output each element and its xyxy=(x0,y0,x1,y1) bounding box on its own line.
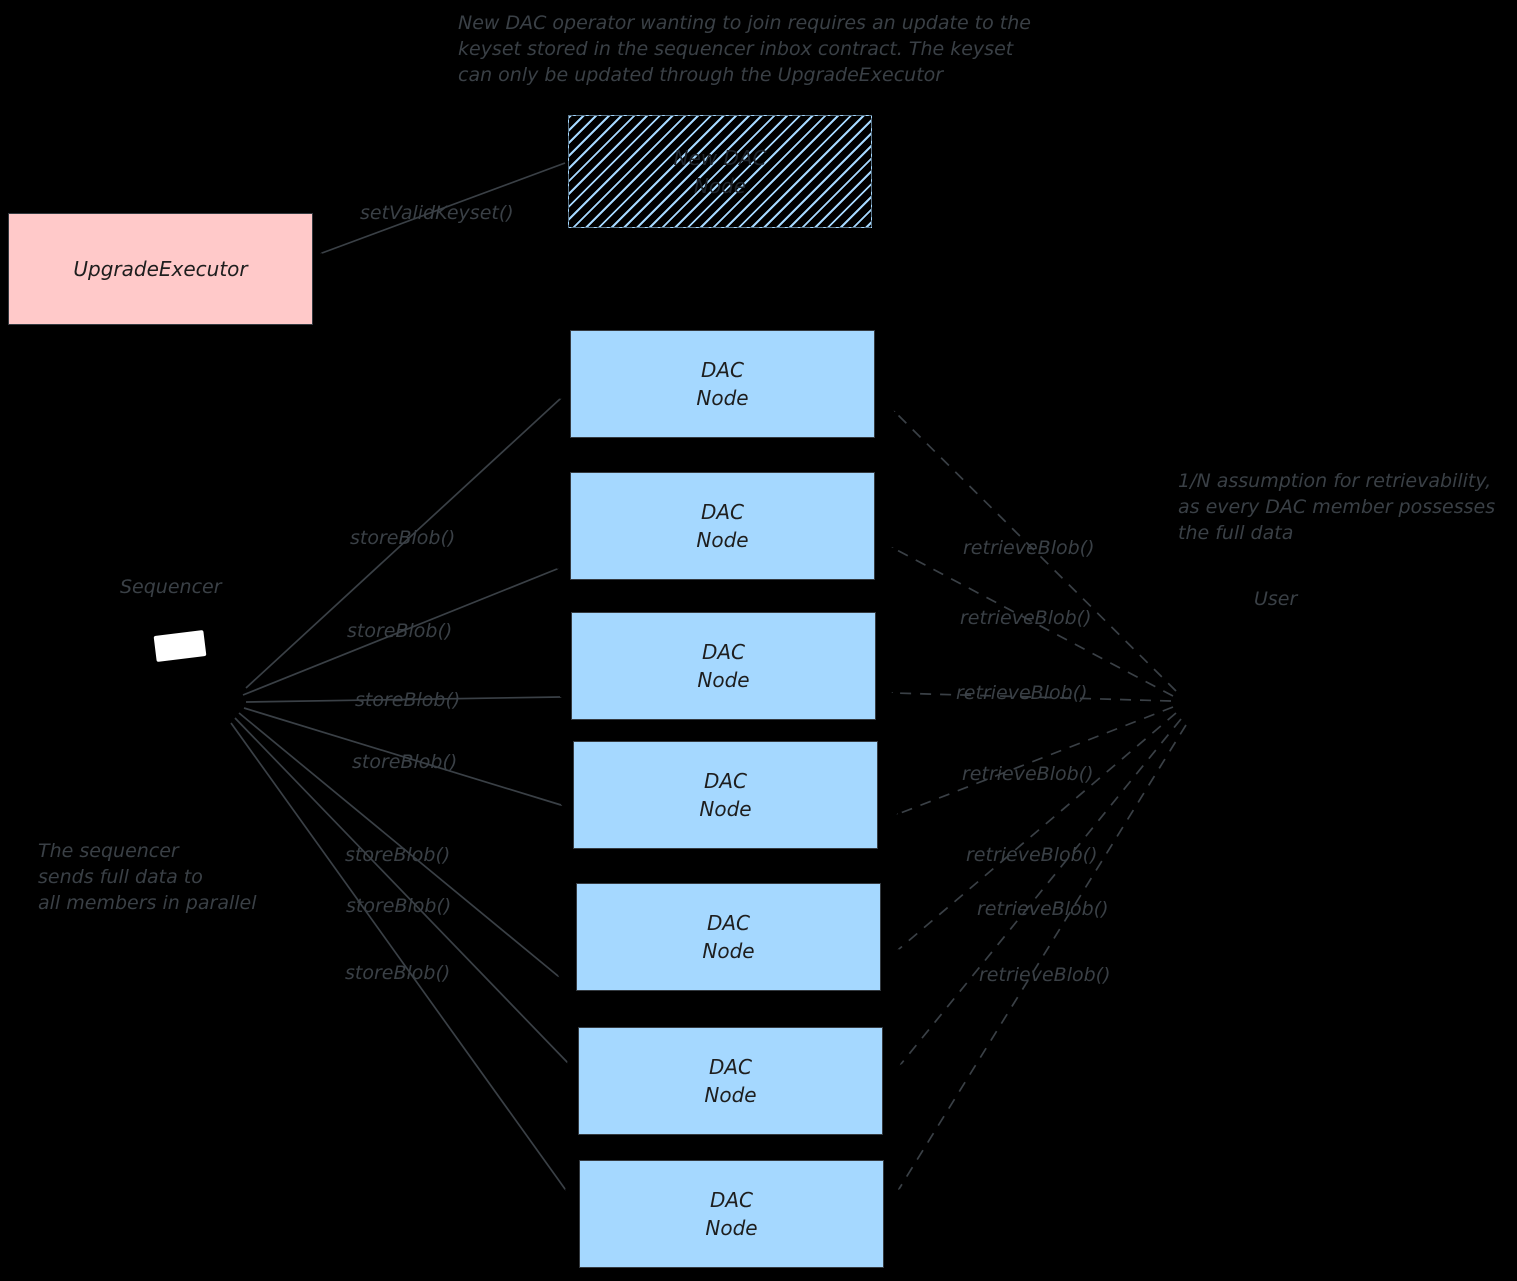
sequencer-label: Sequencer xyxy=(120,576,222,598)
store-arrow-6 xyxy=(234,717,567,1062)
retrieve-arrow-3 xyxy=(893,693,1172,702)
retrieve-label-5: retrieveBlob() xyxy=(966,844,1098,866)
retrieve-label-1: retrieveBlob() xyxy=(963,537,1095,559)
set-valid-keyset-label: setValidKeyset() xyxy=(360,202,514,224)
retrieve-arrow-2 xyxy=(893,548,1174,697)
dac-node-2: DAC Node xyxy=(570,472,875,580)
store-label-1: storeBlob() xyxy=(350,527,456,549)
retrieve-label-4: retrieveBlob() xyxy=(962,763,1094,785)
retrieve-label-6: retrieveBlob() xyxy=(977,898,1109,920)
right-note: 1/N assumption for retrievability, as ev… xyxy=(1178,470,1496,544)
store-label-5: storeBlob() xyxy=(345,844,451,866)
retrieve-arrow-1 xyxy=(895,412,1177,692)
retrieve-label-3: retrieveBlob() xyxy=(956,682,1088,704)
dac-node-7: DAC Node xyxy=(579,1160,884,1268)
store-arrow-1 xyxy=(245,399,560,689)
left-note: The sequencer sends full data to all mem… xyxy=(38,840,257,914)
upgrade-executor-node: UpgradeExecutor xyxy=(8,213,313,325)
store-arrow-2 xyxy=(242,569,557,696)
dac-node-6: DAC Node xyxy=(578,1027,883,1135)
retrieve-arrow-6 xyxy=(901,718,1182,1064)
new-dac-node: New DAC Node xyxy=(568,115,872,228)
retrieve-arrow-4 xyxy=(898,706,1174,814)
retrieve-arrow-7 xyxy=(899,724,1187,1189)
dac-node-5: DAC Node xyxy=(576,883,881,991)
store-label-2: storeBlob() xyxy=(347,620,453,642)
store-arrow-3 xyxy=(245,696,560,702)
top-note: New DAC operator wanting to join require… xyxy=(458,12,1031,86)
retrieve-label-7: retrieveBlob() xyxy=(979,964,1111,986)
dac-node-3: DAC Node xyxy=(571,612,876,720)
store-label-3: storeBlob() xyxy=(355,689,461,711)
retrieve-label-2: retrieveBlob() xyxy=(960,607,1092,629)
store-label-4: storeBlob() xyxy=(352,751,458,773)
store-arrow-5 xyxy=(238,712,558,976)
dac-node-1: DAC Node xyxy=(570,330,875,438)
store-label-7: storeBlob() xyxy=(345,962,451,984)
dac-node-4: DAC Node xyxy=(573,741,878,849)
retrieve-arrow-5 xyxy=(899,712,1177,949)
store-arrow-7 xyxy=(230,722,565,1189)
store-arrow-4 xyxy=(243,707,561,805)
store-label-6: storeBlob() xyxy=(346,895,452,917)
user-label: User xyxy=(1254,588,1298,610)
set-valid-keyset-arrow xyxy=(322,162,566,253)
